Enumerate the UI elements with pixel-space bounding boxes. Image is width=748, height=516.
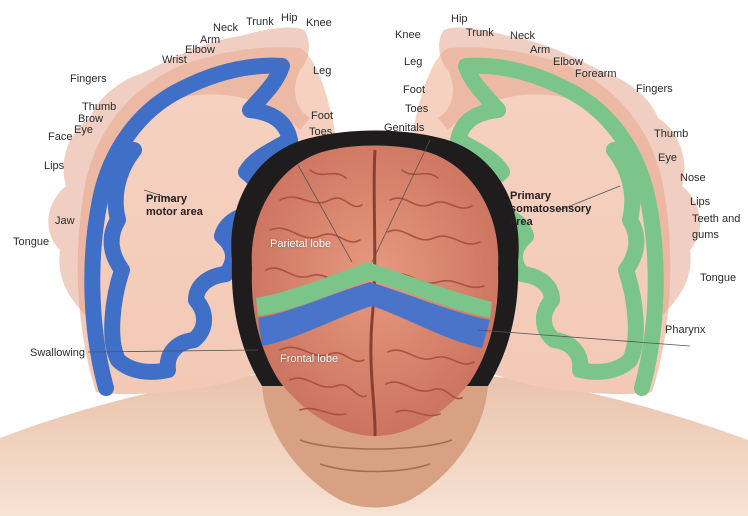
motor-label-wrist: Wrist [162, 54, 187, 66]
motor-label-lips: Lips [44, 160, 64, 172]
sensory-area-title-line2: somatosensory [510, 203, 591, 216]
motor-label-knee: Knee [306, 17, 332, 29]
sensory-label-teeth-line2: gums [692, 229, 740, 241]
motor-area-title-line1: Primary [146, 193, 203, 206]
sensory-label-leg: Leg [404, 56, 422, 68]
sensory-area-title-line1: Primary [510, 190, 591, 203]
motor-label-foot: Foot [311, 110, 333, 122]
sensory-label-teeth-line1: Teeth and [692, 213, 740, 225]
sensory-label-knee: Knee [395, 29, 421, 41]
sensory-label-teeth-gums: Teeth and gums [692, 213, 740, 241]
motor-label-jaw: Jaw [55, 215, 75, 227]
sensory-label-neck: Neck [510, 30, 535, 42]
sensory-label-nose: Nose [680, 172, 706, 184]
sensory-label-lips: Lips [690, 196, 710, 208]
sensory-label-eye: Eye [658, 152, 677, 164]
motor-label-thumb: Thumb [82, 101, 116, 113]
sensory-label-arm: Arm [530, 44, 550, 56]
motor-label-elbow: Elbow [185, 44, 215, 56]
sensory-label-fingers: Fingers [636, 83, 673, 95]
sensory-label-forearm: Forearm [575, 68, 617, 80]
motor-label-neck: Neck [213, 22, 238, 34]
motor-area-title-line2: motor area [146, 206, 203, 219]
sensory-label-thumb: Thumb [654, 128, 688, 140]
sensory-label-foot: Foot [403, 84, 425, 96]
sensory-label-elbow: Elbow [553, 56, 583, 68]
sensory-area-title: Primary somatosensory area [510, 190, 591, 229]
motor-area-title: Primary motor area [146, 193, 203, 219]
motor-label-hip: Hip [281, 12, 298, 24]
motor-label-tongue: Tongue [13, 236, 49, 248]
sensory-label-hip: Hip [451, 13, 468, 25]
motor-label-swallowing: Swallowing [30, 347, 85, 359]
sensory-label-toes: Toes [405, 103, 428, 115]
sensory-area-title-line3: area [510, 216, 591, 229]
sensory-label-pharynx: Pharynx [665, 324, 705, 336]
frontal-lobe-label: Frontal lobe [280, 353, 338, 365]
motor-label-eye: Eye [74, 124, 93, 136]
motor-label-trunk: Trunk [246, 16, 274, 28]
sensory-label-genitals: Genitals [384, 122, 424, 134]
motor-label-toes: Toes [309, 126, 332, 138]
motor-label-face: Face [48, 131, 72, 143]
motor-label-leg: Leg [313, 65, 331, 77]
parietal-lobe-label: Parietal lobe [270, 238, 331, 250]
motor-label-fingers: Fingers [70, 73, 107, 85]
sensory-label-tongue: Tongue [700, 272, 736, 284]
sensory-label-trunk: Trunk [466, 27, 494, 39]
